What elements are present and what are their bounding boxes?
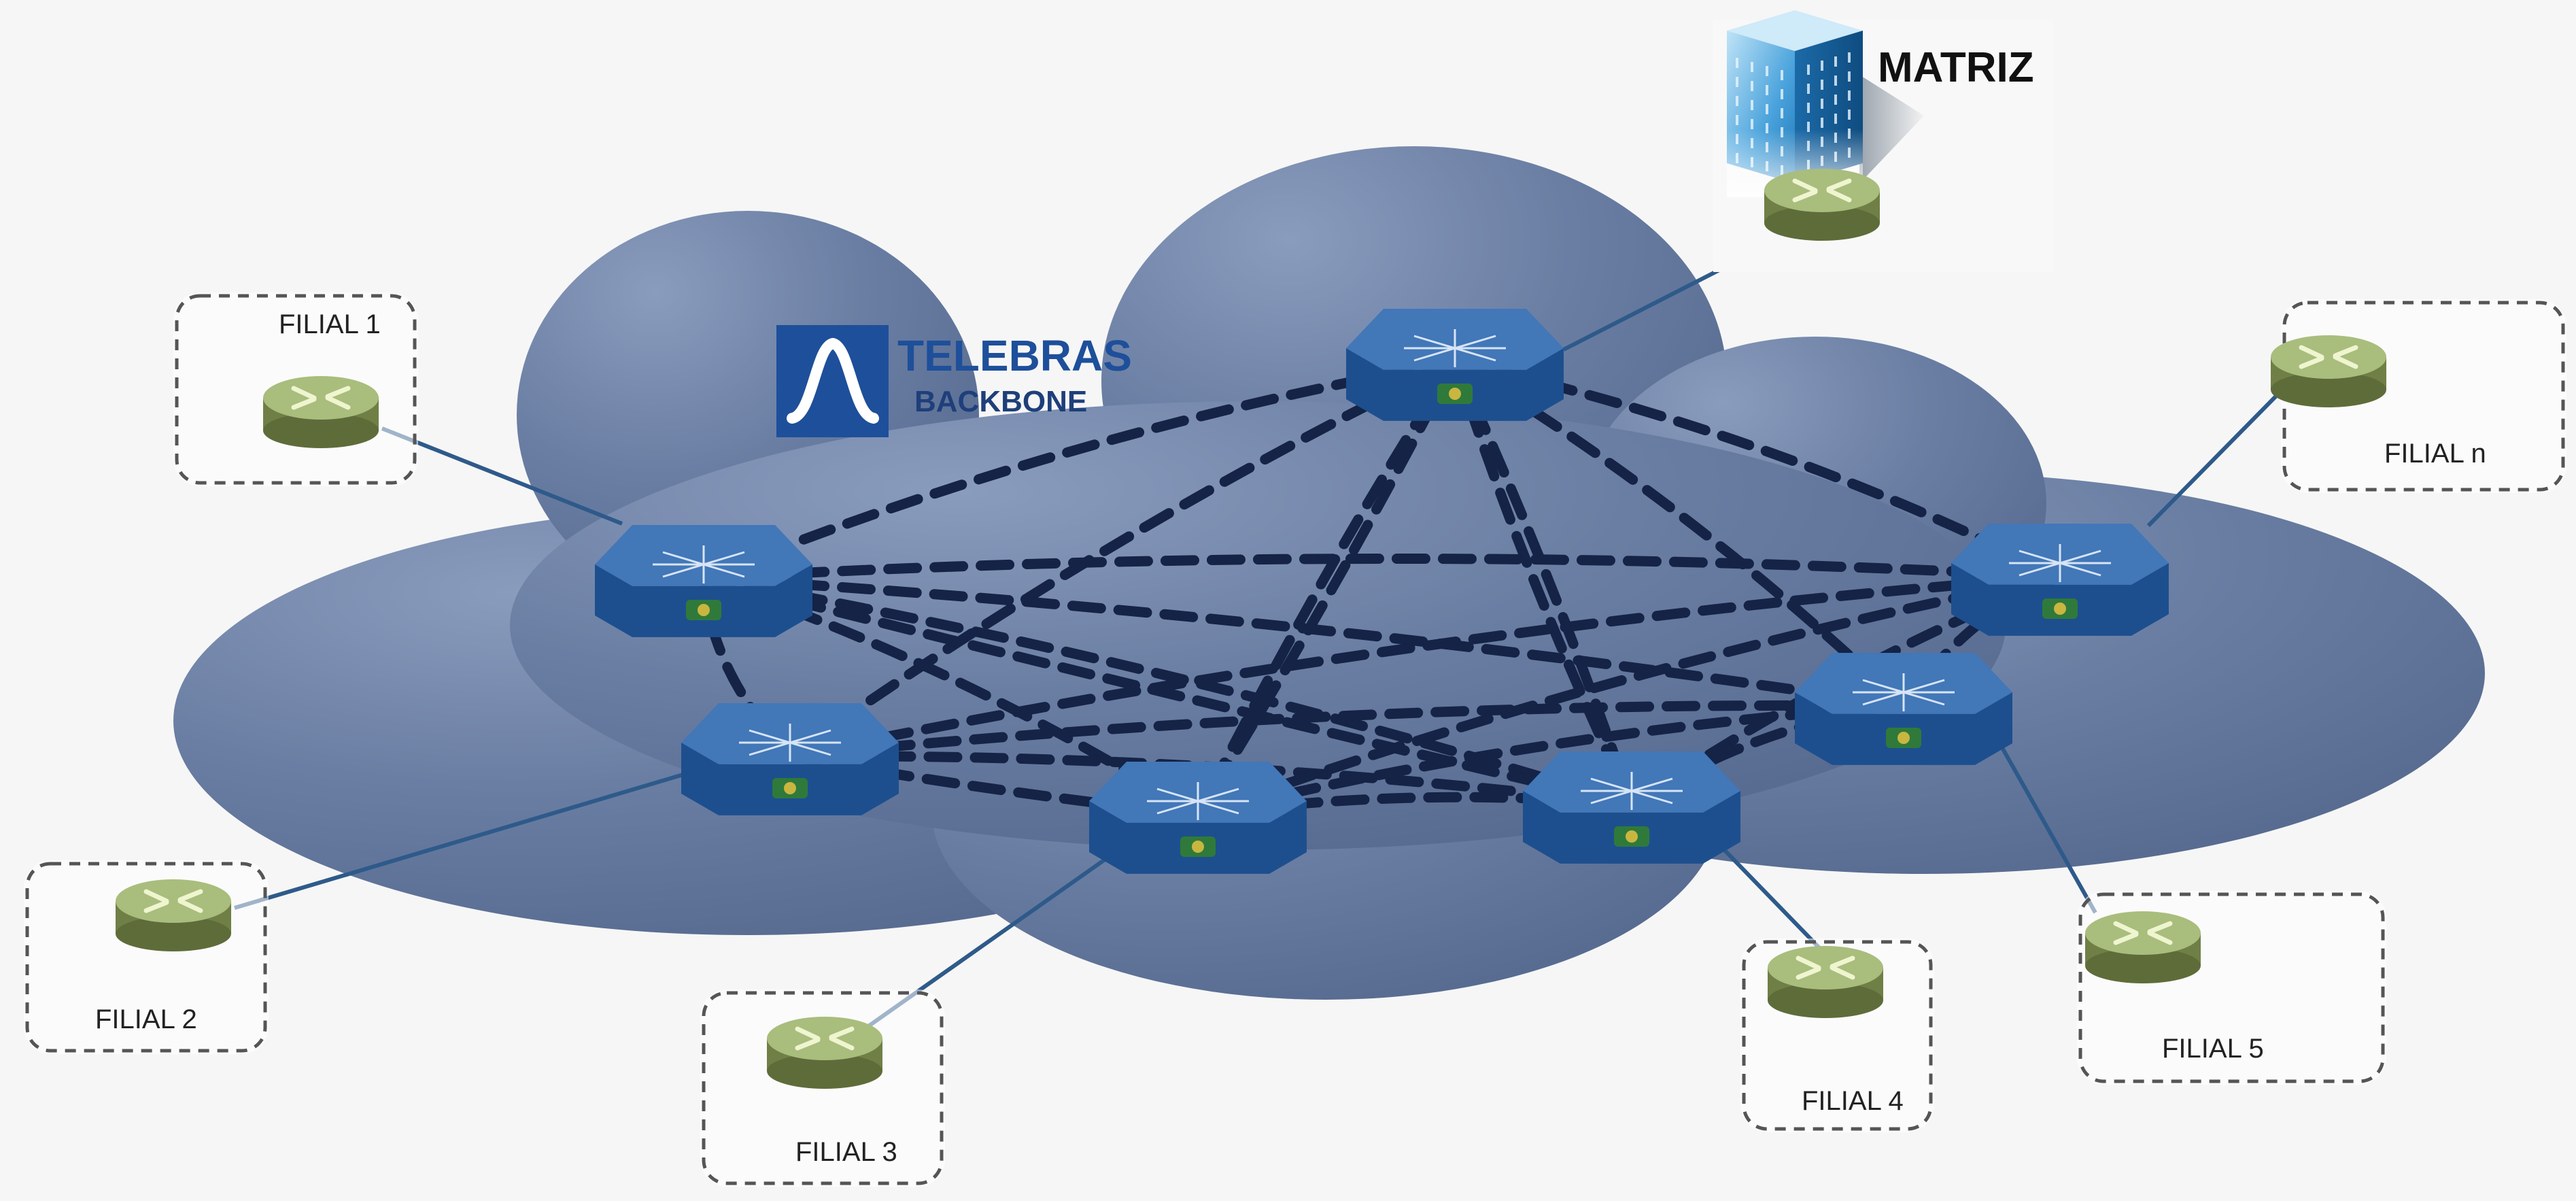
mesh-link — [785, 700, 1909, 762]
router-icon — [1764, 169, 1880, 241]
router-icon — [2271, 335, 2386, 407]
access-link — [234, 761, 723, 910]
telebras-logo-curve — [787, 337, 879, 424]
mesh-link — [785, 356, 1460, 762]
mesh-link — [1192, 571, 2065, 820]
telebras-logo-text: TELEBRAS — [897, 331, 1132, 380]
access-link — [2146, 382, 2290, 528]
access-link — [1711, 836, 1827, 956]
filial-5-label: FILIAL 5 — [2162, 1034, 2264, 1064]
router-icon — [2085, 911, 2201, 983]
backbone-switch-icon — [1951, 524, 2169, 636]
headquarters-label: MATRIZ — [1878, 44, 2034, 91]
backbone-switch-icon — [1795, 653, 2012, 765]
filial-3-label: FILIAL 3 — [795, 1137, 897, 1167]
router-icon — [1768, 946, 1883, 1018]
backbone-switch-icon — [595, 525, 812, 637]
mesh-link — [1192, 356, 1460, 820]
backbone-switch-icon — [1523, 751, 1740, 864]
backbone-switch-icon — [1346, 309, 1564, 421]
building-shadow — [1859, 75, 1924, 184]
backbone-switch-icon — [1089, 762, 1307, 874]
mesh-link — [698, 573, 1637, 810]
mesh-link — [785, 571, 2065, 762]
filial-4-label: FILIAL 4 — [1802, 1086, 1904, 1116]
headquarters: MATRIZ — [1713, 10, 2053, 272]
backbone-switches — [595, 309, 2169, 874]
mesh-link — [698, 573, 1909, 711]
filial-n-label: FILIAL n — [2384, 439, 2486, 469]
telebras-logo-subtext: BACKBONE — [914, 385, 1087, 418]
building-icon — [1727, 10, 1863, 197]
router-icon — [767, 1017, 882, 1089]
telebras-logo: TELEBRAS BACKBONE — [776, 325, 1132, 437]
mesh-link — [698, 573, 1637, 810]
mesh-link — [1192, 356, 1460, 820]
access-link — [1990, 728, 2097, 914]
filial-1-label: FILIAL 1 — [279, 309, 381, 339]
mesh-link — [1449, 356, 1637, 810]
router-icon — [116, 879, 231, 951]
access-link — [381, 426, 623, 526]
mesh-link — [698, 356, 1460, 583]
filial-2-label: FILIAL 2 — [95, 1004, 197, 1034]
mesh-link — [698, 553, 2065, 583]
routers — [116, 169, 2386, 1089]
router-icon — [263, 376, 379, 448]
backbone-switch-icon — [681, 703, 899, 815]
